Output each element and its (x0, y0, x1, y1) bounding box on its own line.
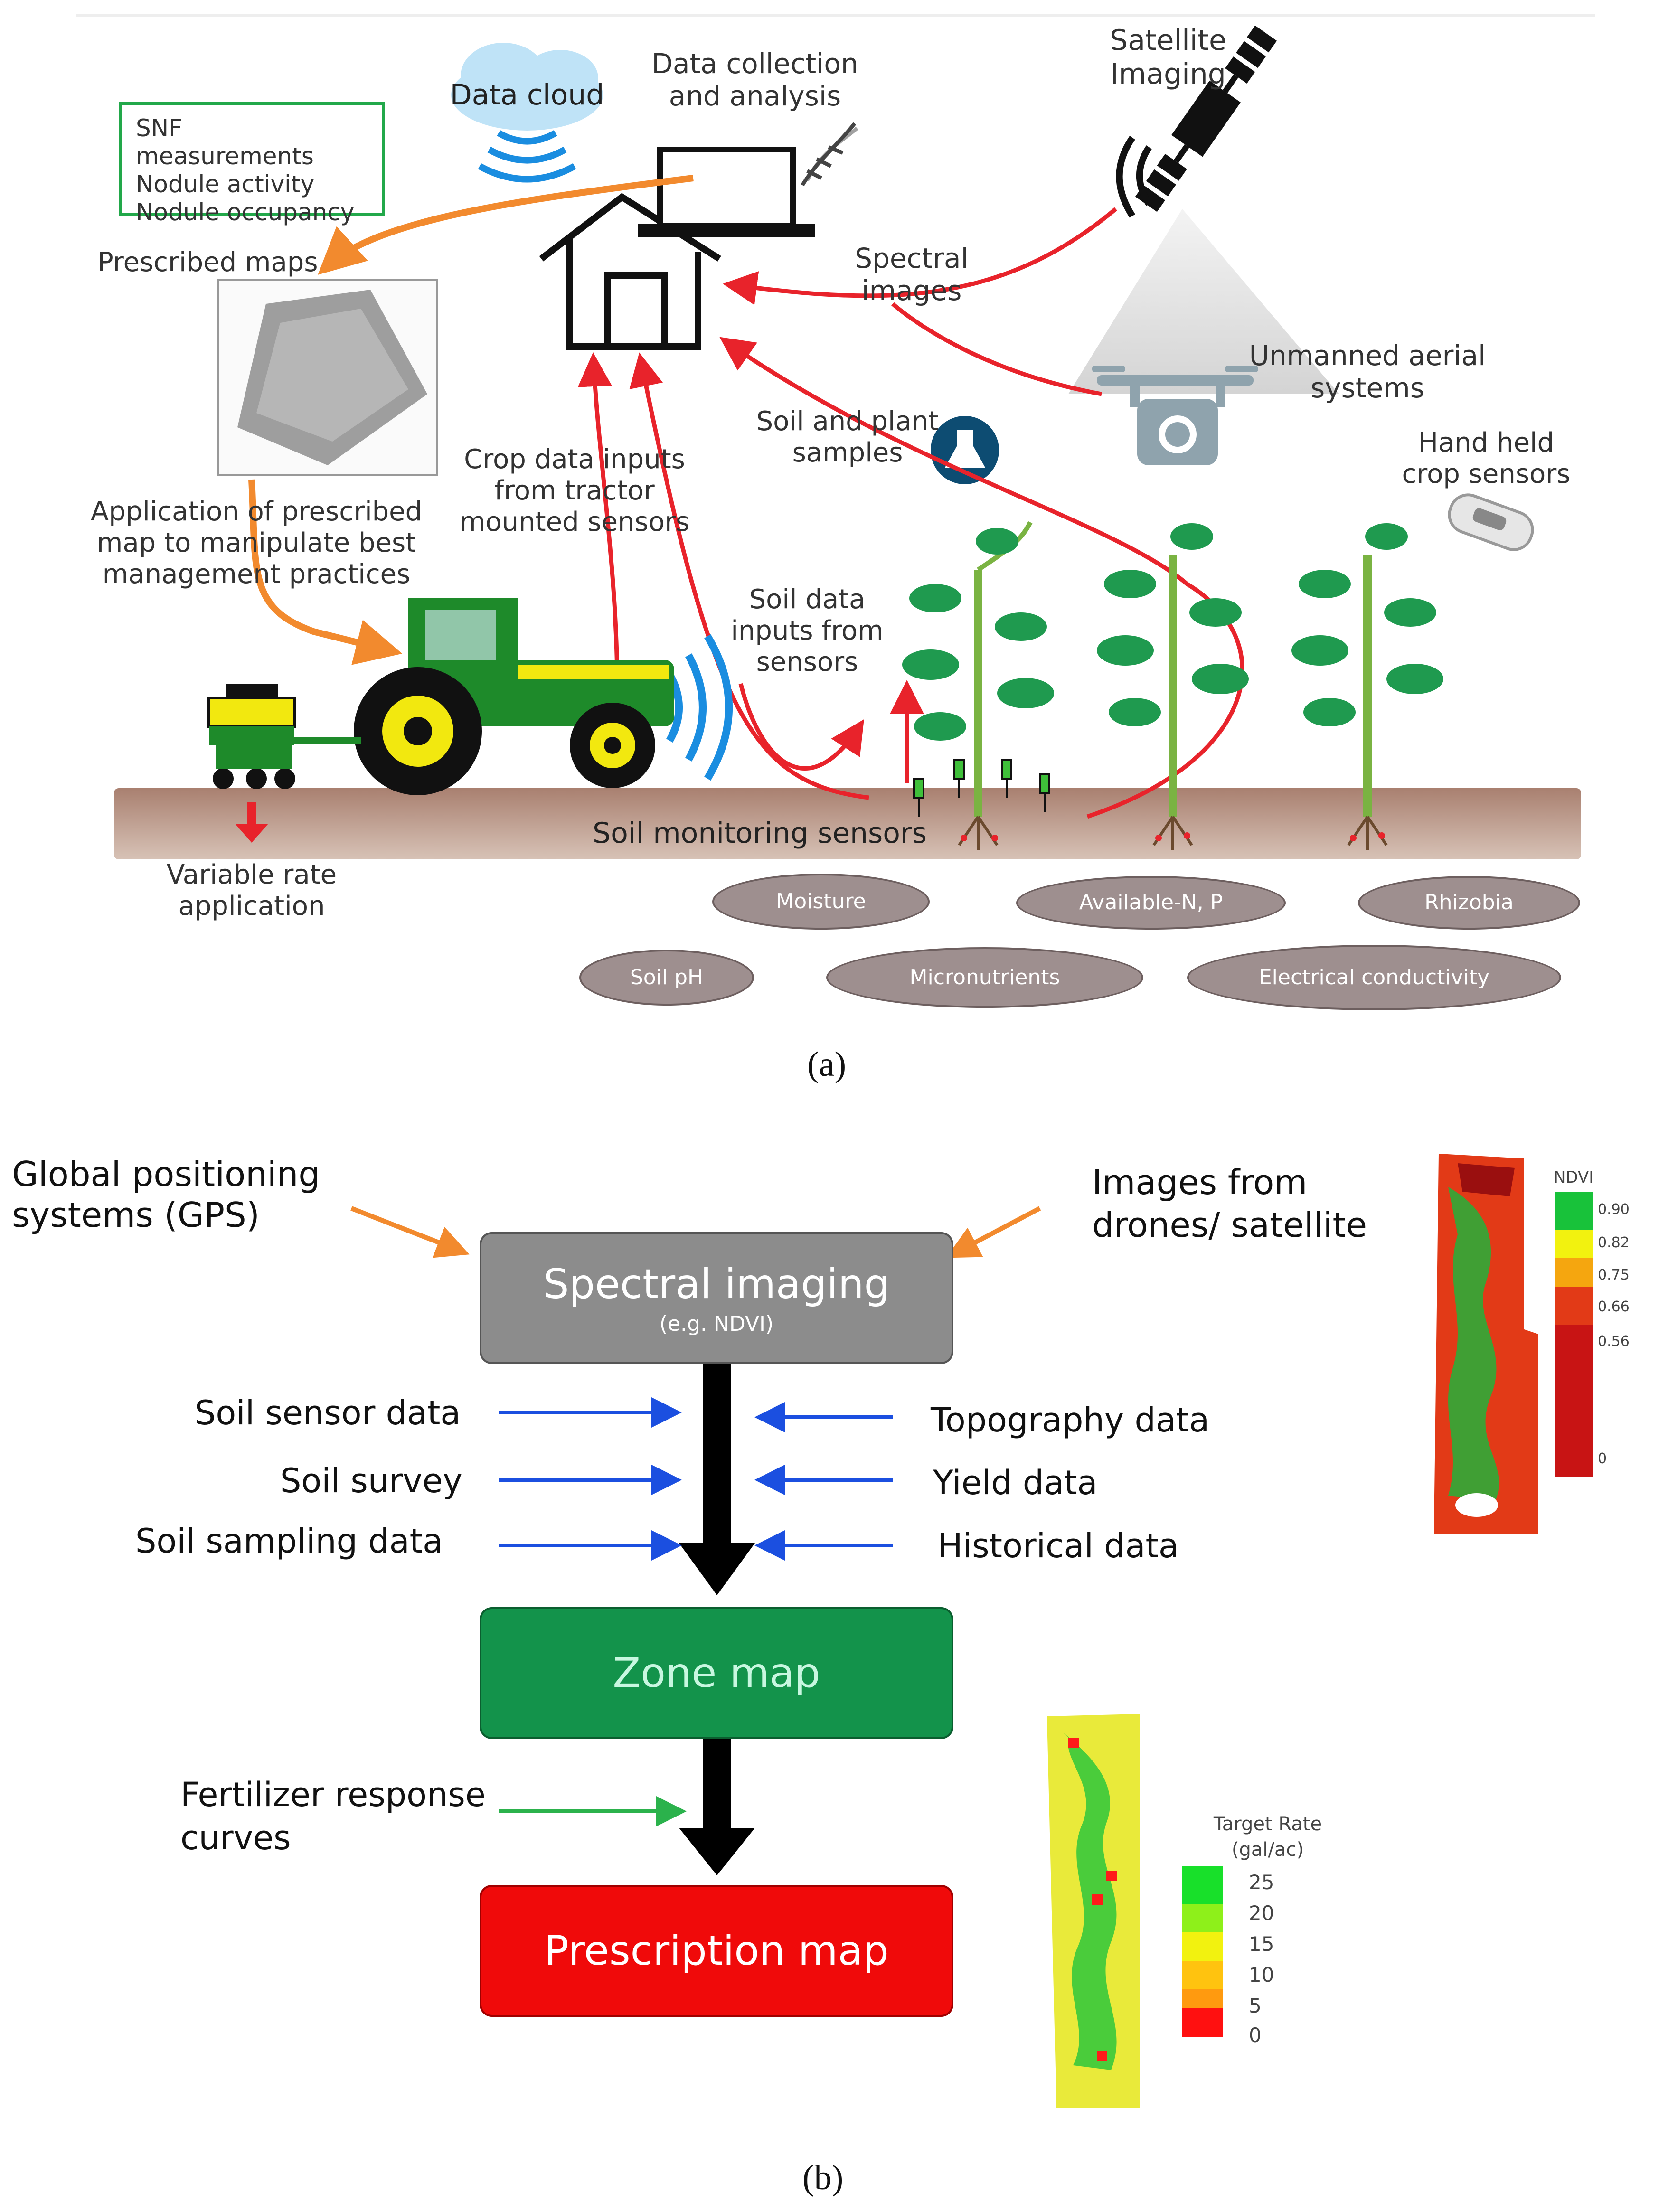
handheld-sensor-icon (1448, 493, 1534, 551)
label-data-collection: Data collection and analysis (651, 47, 858, 113)
spectral-imaging-title: Spectral imaging (543, 1260, 890, 1308)
snf-line: SNF measurements (136, 114, 314, 170)
red-arrow-tractor (577, 352, 620, 689)
satellite-signal (1116, 136, 1135, 218)
laptop-icon (638, 147, 815, 237)
ellipse-ec: Electrical conductivity (1187, 945, 1561, 1010)
box-spectral-imaging: Spectral imaging (e.g. NDVI) (480, 1232, 953, 1364)
dna-icon (801, 122, 858, 187)
label-spectral-images: Spectral images (855, 242, 969, 307)
target-rate-legend-value: 20 (1249, 1901, 1274, 1925)
target-rate-legend-value: 15 (1249, 1932, 1274, 1956)
red-arrow-satellite (723, 207, 1117, 305)
caption-a: (a) (807, 1045, 847, 1084)
soil-band (114, 788, 1581, 859)
flow-arrow-head (679, 1828, 755, 1875)
ndvi-legend-value: 0.66 (1598, 1299, 1630, 1315)
label-crop-data-inputs: Crop data inputs from tractor mounted se… (459, 444, 690, 538)
label-gps: Global positioning systems (GPS) (12, 1154, 320, 1235)
label-fertilizer: Fertilizer response curves (180, 1775, 486, 1857)
ellipse-moisture: Moisture (712, 874, 930, 930)
box-prescription-map: Prescription map (480, 1885, 953, 2017)
label-soil-plant-samples: Soil and plant samples (756, 406, 939, 469)
target-rate-legend-value: 10 (1249, 1963, 1274, 1986)
red-arrow-samples (719, 337, 1244, 819)
label-soil-sensor: Soil sensor data (195, 1393, 461, 1432)
orange-arrow-to-maps (318, 175, 694, 275)
red-arrow-drone (891, 302, 1102, 396)
satellite-signal (1136, 145, 1152, 206)
ndvi-legend-value: 0 (1598, 1450, 1607, 1467)
plant-icon (1291, 523, 1443, 817)
target-rate-legend-value: 5 (1249, 1994, 1262, 2017)
planter-icon (207, 684, 361, 789)
spectral-imaging-sub: (e.g. NDVI) (659, 1311, 774, 1336)
caption-b: (b) (802, 2158, 844, 2197)
satellite-icon (1135, 25, 1277, 212)
target-rate-legend-value: 0 (1249, 2024, 1262, 2047)
orange-arrow-to-tractor (248, 479, 403, 665)
tractor-icon (354, 598, 674, 795)
label-soil-monitoring: Soil monitoring sensors (593, 817, 927, 850)
ellipse-available-np: Available-N, P (1016, 876, 1286, 930)
snf-box: SNF measurements Nodule activity Nodule … (119, 102, 385, 226)
label-soil-survey: Soil survey (280, 1461, 462, 1500)
soil-sensor-icons (913, 759, 1050, 817)
label-application: Application of prescribed map to manipul… (90, 496, 423, 590)
label-historical: Historical data (938, 1526, 1179, 1565)
arrow-drones (946, 1206, 1041, 1258)
label-images-from: Images from drones/ satellite (1092, 1162, 1367, 1245)
cloud-icon (451, 43, 603, 183)
target-rate-legend-swatches (1182, 1866, 1223, 2037)
flow-arrow-head (679, 1543, 755, 1595)
ndvi-legend-value: 0.90 (1598, 1201, 1630, 1218)
house-icon (539, 193, 721, 350)
ndvi-legend-swatches (1555, 1192, 1593, 1477)
label-prescribed-maps: Prescribed maps (97, 247, 318, 278)
arrow-gps (350, 1206, 470, 1258)
ndvi-legend-title: NDVI (1554, 1168, 1594, 1187)
ellipse-rhizobia: Rhizobia (1358, 876, 1580, 930)
satellite-beam (1068, 209, 1339, 394)
flow-arrow-shaft (703, 1738, 731, 1833)
target-rate-legend-title: Target Rate (gal/ac) (1213, 1813, 1322, 1861)
label-unmanned-aerial: Unmanned aerial systems (1249, 339, 1486, 405)
red-arrow-sensor-wave (738, 683, 864, 771)
variable-rate-arrow (235, 802, 268, 843)
nodule-icons (961, 832, 1385, 841)
drone-icon (1092, 366, 1258, 465)
plant-icon (902, 521, 1054, 817)
prescription-map-title: Prescription map (544, 1927, 889, 1975)
label-soil-data-inputs: Soil data inputs from sensors (731, 584, 884, 678)
label-variable-rate: Variable rate application (166, 859, 337, 922)
ellipse-micronutrients: Micronutrients (826, 947, 1143, 1008)
prescribed-map-grid (217, 279, 438, 476)
ndvi-legend-value: 0.56 (1598, 1333, 1630, 1350)
label-yield: Yield data (933, 1463, 1098, 1502)
label-satellite-imaging: Satellite Imaging (1110, 24, 1226, 91)
ndvi-legend-value: 0.82 (1598, 1234, 1630, 1251)
target-rate-legend-value: 25 (1249, 1871, 1274, 1894)
prescription-field-map (1047, 1714, 1140, 2108)
flask-icon (931, 416, 999, 484)
plant-icon (1097, 523, 1249, 817)
ellipse-soil-ph: Soil pH (579, 950, 754, 1006)
zone-map-title: Zone map (613, 1649, 820, 1697)
label-hand-held: Hand held crop sensors (1402, 427, 1571, 490)
flow-arrow-shaft (703, 1358, 731, 1548)
snf-line: Nodule occupancy (136, 198, 355, 226)
label-topography: Topography data (931, 1401, 1210, 1440)
box-zone-map: Zone map (480, 1607, 953, 1739)
ndvi-legend-value: 0.75 (1598, 1267, 1630, 1283)
ndvi-field-map (1434, 1154, 1538, 1534)
label-data-cloud: Data cloud (450, 78, 604, 112)
label-soil-sampling: Soil sampling data (135, 1522, 443, 1561)
snf-line: Nodule activity (136, 170, 315, 198)
top-rule (76, 14, 1595, 17)
red-arrow-soil-sensors (629, 352, 869, 800)
